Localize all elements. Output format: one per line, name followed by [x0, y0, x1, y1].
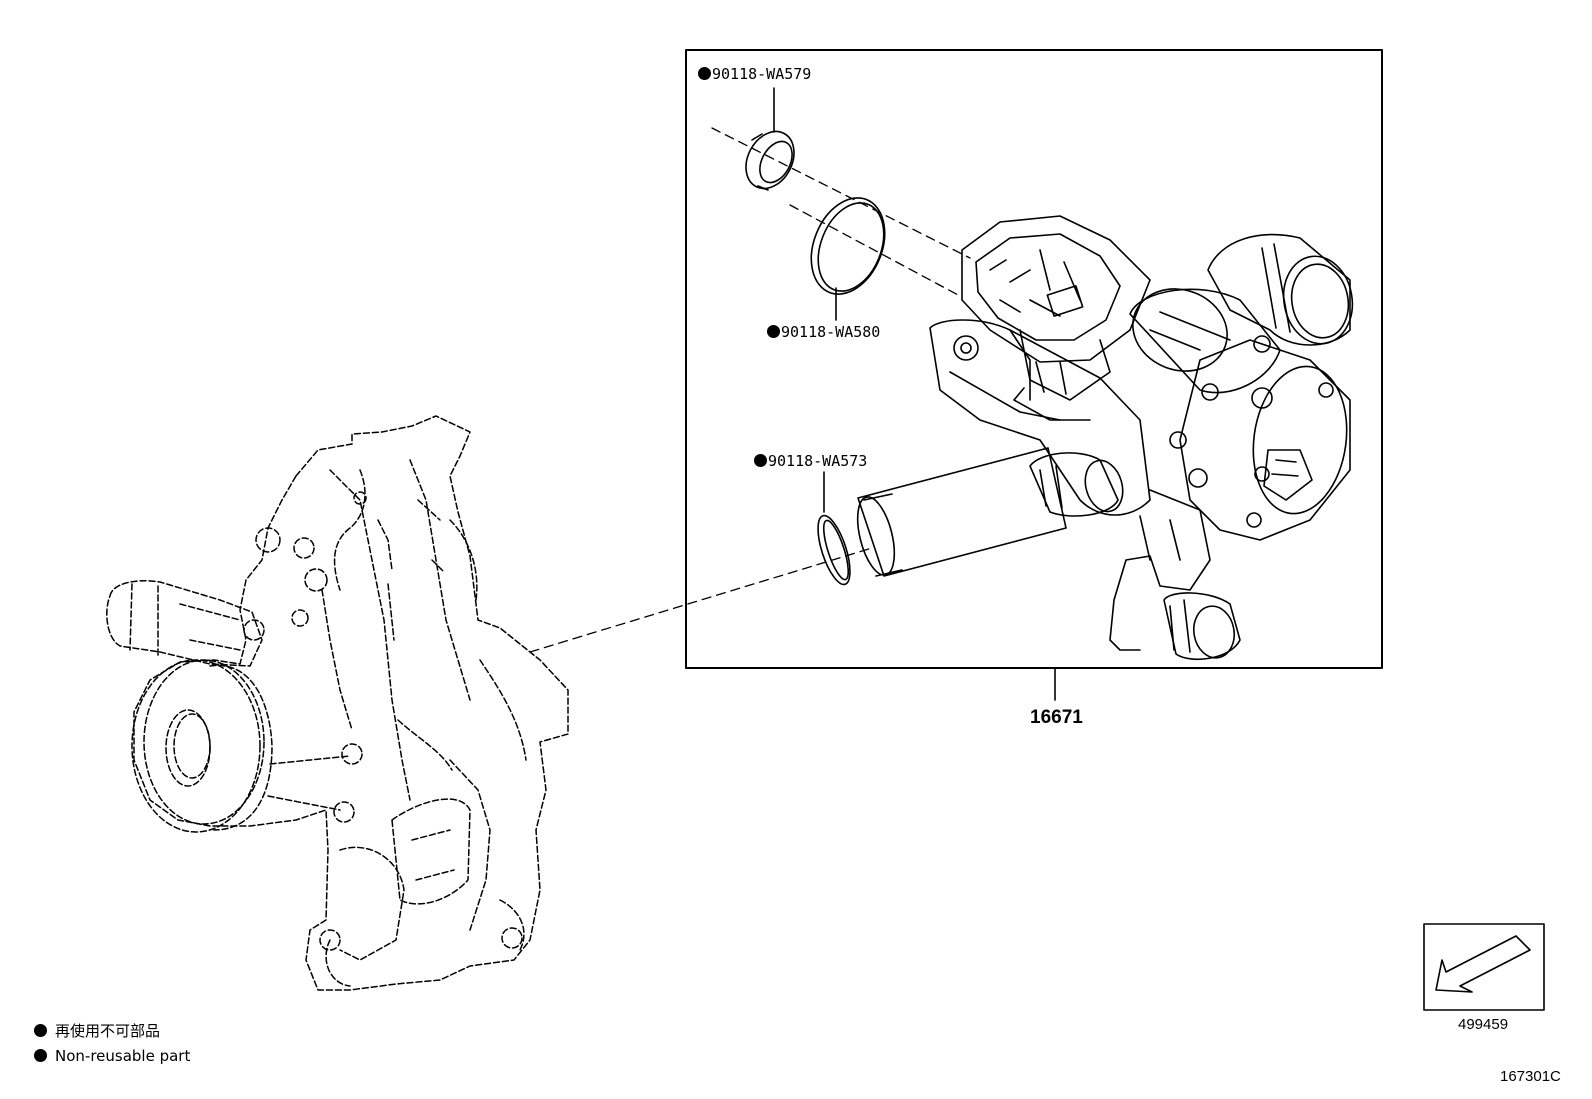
- oring-wa573: [817, 514, 851, 586]
- non-reusable-dot-icon: [767, 325, 780, 338]
- legend-line-en: Non-reusable part: [34, 1049, 190, 1064]
- axis-line-upper: [711, 127, 971, 259]
- assembly-frame: [685, 49, 1383, 669]
- front-indicator-code[interactable]: 499459: [1458, 1016, 1509, 1033]
- callout-90118-wa573[interactable]: 90118-WA573: [754, 454, 867, 469]
- axis-line-lower: [529, 547, 873, 653]
- callout-16671[interactable]: 16671: [1030, 707, 1083, 728]
- legend-line-jp: 再使用不可部品: [34, 1024, 160, 1039]
- seal-ring-wa579: [745, 130, 795, 191]
- non-reusable-dot-icon: [34, 1049, 47, 1062]
- axis-line-middle: [789, 204, 961, 297]
- non-reusable-dot-icon: [34, 1024, 47, 1037]
- electric-water-pump-assembly: [856, 215, 1354, 661]
- figure-id: 167301C: [1500, 1068, 1561, 1085]
- callout-90118-wa580[interactable]: 90118-WA580: [767, 325, 880, 340]
- oring-wa580: [810, 197, 886, 295]
- front-indicator-box: [1423, 923, 1545, 1011]
- front-arrow-icon: [1435, 935, 1531, 993]
- engine-housing: [106, 415, 569, 991]
- non-reusable-dot-icon: [698, 67, 711, 80]
- non-reusable-dot-icon: [754, 454, 767, 467]
- callout-90118-wa579[interactable]: 90118-WA579: [698, 67, 811, 82]
